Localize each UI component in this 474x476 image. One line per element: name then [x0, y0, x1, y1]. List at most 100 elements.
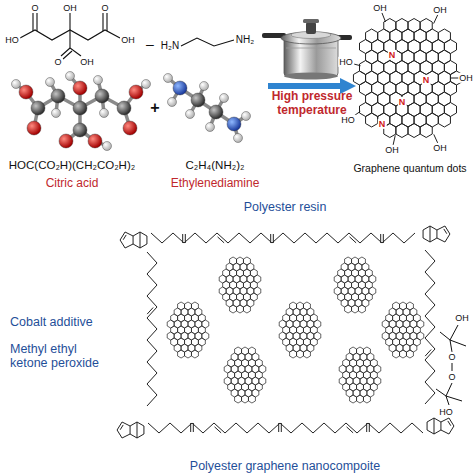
chain-backbone [148, 423, 423, 433]
atom-label: HO [340, 115, 356, 125]
hexagon-ring [303, 350, 310, 358]
atom-label: OH [432, 143, 448, 153]
chemical-formula: HOC(CO₂H)(CH₂CO₂H)₂ [9, 159, 135, 172]
citric-acid-model [12, 72, 151, 151]
atom-label: HO [438, 407, 454, 417]
hexagon-ring [297, 350, 304, 358]
atom-label: OH [454, 313, 470, 323]
atom-label: OH [62, 3, 78, 13]
atom-label: OH [458, 73, 474, 83]
hexagon-ring [396, 124, 408, 138]
double-bond [425, 350, 431, 357]
chemical-formula: C₂H₄(NH₂)₂ [186, 159, 245, 172]
atom-sphere [46, 78, 55, 87]
polyester-chain [151, 233, 415, 243]
material-label: Methyl ethyl ketone peroxide [10, 342, 110, 371]
atom-label: O [447, 372, 456, 382]
hexagon-ring [393, 350, 400, 358]
ring [437, 226, 450, 242]
double-bond [218, 237, 225, 243]
graphene-flake [279, 302, 321, 358]
double-bond [350, 237, 357, 243]
hexagon-ring [185, 350, 192, 358]
nitrogen-label: N [388, 50, 397, 60]
atom-sphere [73, 123, 87, 137]
atom-label: O [53, 57, 62, 67]
atom-label: O [447, 352, 456, 362]
atom-sphere [164, 74, 173, 83]
atom-sphere [200, 82, 209, 91]
process-condition: High pressure temperature [264, 90, 360, 118]
compound-name: Citric acid [46, 177, 99, 191]
carbonyl-bond [191, 423, 194, 432]
ring [130, 422, 144, 438]
graphene-flake [167, 302, 209, 358]
ring [133, 232, 147, 248]
atom-sphere [59, 134, 73, 148]
hexagon-ring [352, 305, 359, 313]
chain-backbone [151, 233, 415, 243]
double-bond [448, 421, 451, 426]
bridge-bond [434, 418, 435, 434]
cooker-valve [306, 22, 316, 34]
hexagon-ring [242, 395, 249, 403]
double-bond [120, 425, 123, 430]
bond-line [393, 135, 395, 145]
material-label: Cobalt additive [10, 315, 93, 329]
minus-sign: – [146, 36, 154, 52]
hexagon-ring [357, 395, 364, 403]
double-bond [123, 235, 126, 240]
graphene-flake [382, 302, 424, 358]
atom-sphere [234, 134, 243, 143]
carbonyl-bond [367, 423, 370, 432]
ring [423, 226, 437, 242]
atom-sphere [186, 110, 195, 119]
hexagon-ring [248, 395, 255, 403]
atom-sphere [27, 121, 41, 135]
graphene-flake [334, 257, 376, 313]
hexagon-ring [406, 350, 413, 358]
polyester-chain [147, 252, 157, 406]
atom-sphere [12, 80, 21, 89]
polyester-chain [148, 423, 423, 433]
carbonyl-bond [381, 234, 384, 243]
atom-label: O [100, 3, 109, 13]
atom-sphere [117, 101, 131, 115]
atom-sphere [242, 112, 251, 121]
atom-label: OH [384, 145, 400, 155]
compound-name: Ethylenediamine [171, 177, 260, 191]
cooker-rim [286, 48, 336, 49]
bond-line [452, 363, 453, 371]
atom-sphere [191, 93, 205, 107]
double-bond [215, 427, 222, 433]
graphene-flake [339, 347, 381, 403]
ethylenediamine-structure [181, 38, 234, 46]
atom-label: OH [432, 5, 448, 15]
hexagon-ring [408, 124, 420, 138]
material-label: Polyester resin [244, 200, 327, 214]
atom-label: HO [338, 57, 354, 67]
cooker-base [284, 73, 338, 80]
double-bond [103, 13, 107, 31]
hexagon-ring [237, 305, 244, 313]
polyester-chain [425, 250, 435, 404]
atom-sphere [123, 121, 137, 135]
atom-label: HO [4, 35, 20, 45]
ethylenediamine-model [164, 74, 251, 143]
atom-sphere [31, 101, 45, 115]
hexagon-ring [178, 350, 185, 358]
bicyclic-end-group [423, 226, 450, 242]
hexagon-ring [230, 305, 237, 313]
hexagon-ring [243, 305, 250, 313]
hexagon-ring [400, 350, 407, 358]
atom-sphere [129, 85, 143, 99]
chain-backbone [425, 250, 435, 404]
atom-sphere [209, 105, 223, 119]
bridge-bond [140, 232, 141, 248]
bridge-bond [137, 422, 138, 438]
hexagon-ring [191, 350, 198, 358]
atom-sphere [95, 89, 109, 103]
product-name: Graphene quantum dots [353, 162, 466, 174]
